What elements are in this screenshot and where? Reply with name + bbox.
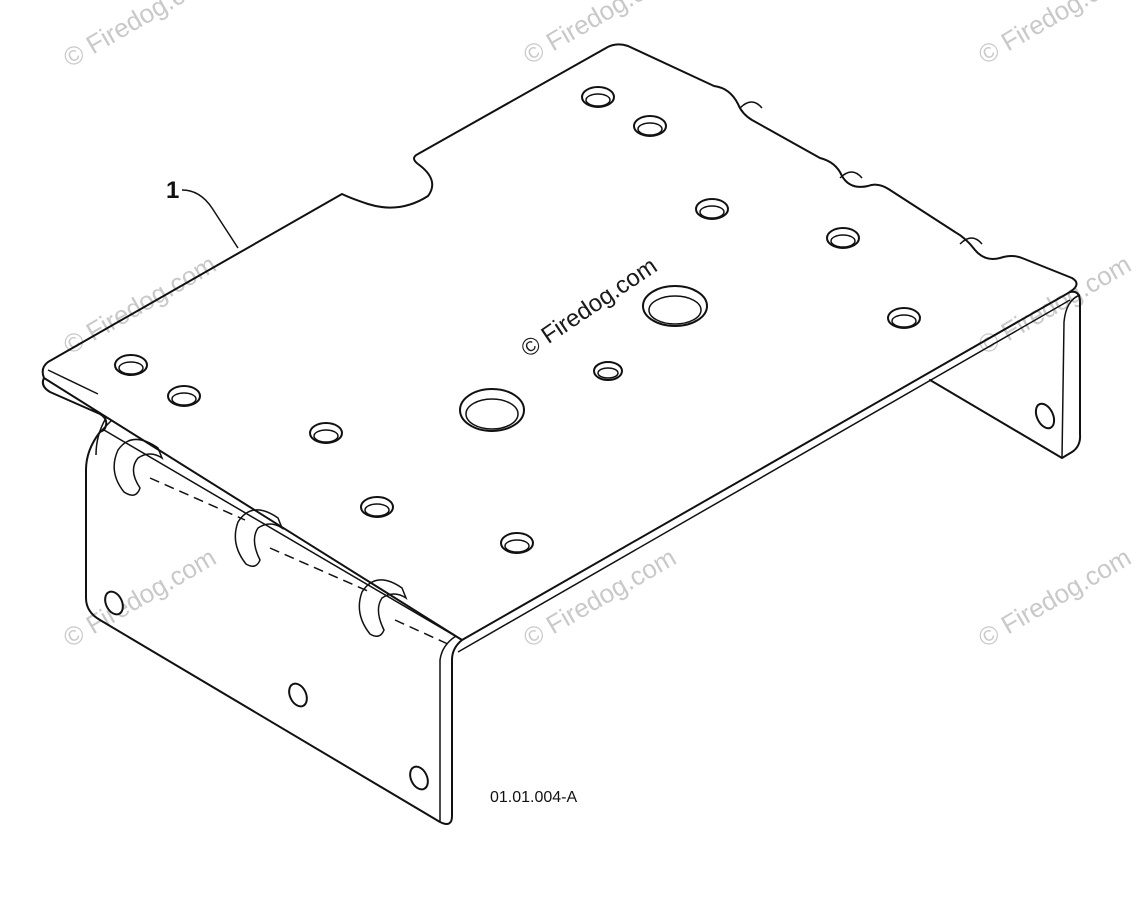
left-flange	[85, 417, 463, 825]
plate-holes	[114, 86, 921, 554]
center-watermark: © Firedog.com	[516, 252, 662, 363]
bend-slot	[358, 579, 408, 637]
flange-hole	[288, 682, 308, 708]
plate-hole	[167, 385, 201, 407]
large-plate-hole	[642, 285, 708, 327]
plate-hole	[633, 115, 667, 137]
watermark: © Firedog.com	[58, 0, 221, 73]
callout-leader	[181, 189, 239, 249]
bend-slot	[113, 438, 164, 496]
plate-hole	[309, 422, 343, 444]
plate-hole	[114, 354, 148, 376]
callout: 1	[166, 177, 239, 249]
plate-hole	[500, 532, 534, 554]
watermark: © Firedog.com	[973, 249, 1136, 360]
top-plate	[41, 43, 1078, 653]
plate-hole	[887, 307, 921, 329]
watermark: © Firedog.com	[973, 0, 1136, 70]
flange-hole	[104, 590, 124, 616]
part-code: 01.01.004-A	[490, 789, 578, 806]
large-plate-hole	[459, 388, 525, 432]
watermark: © Firedog.com	[518, 542, 681, 653]
right-flange	[929, 290, 1082, 459]
plate-hole	[360, 496, 394, 518]
plate-hole	[593, 361, 623, 381]
callout-number: 1	[166, 177, 179, 204]
watermark: © Firedog.com	[58, 542, 221, 653]
plate-hole	[826, 227, 860, 249]
plate-hole	[695, 198, 729, 220]
plate-hole	[581, 86, 615, 108]
watermark: © Firedog.com	[973, 542, 1136, 653]
flange-hole	[1034, 402, 1056, 430]
watermark: © Firedog.com	[58, 249, 221, 360]
bend-slot	[234, 509, 284, 567]
flange-hole	[409, 765, 429, 791]
